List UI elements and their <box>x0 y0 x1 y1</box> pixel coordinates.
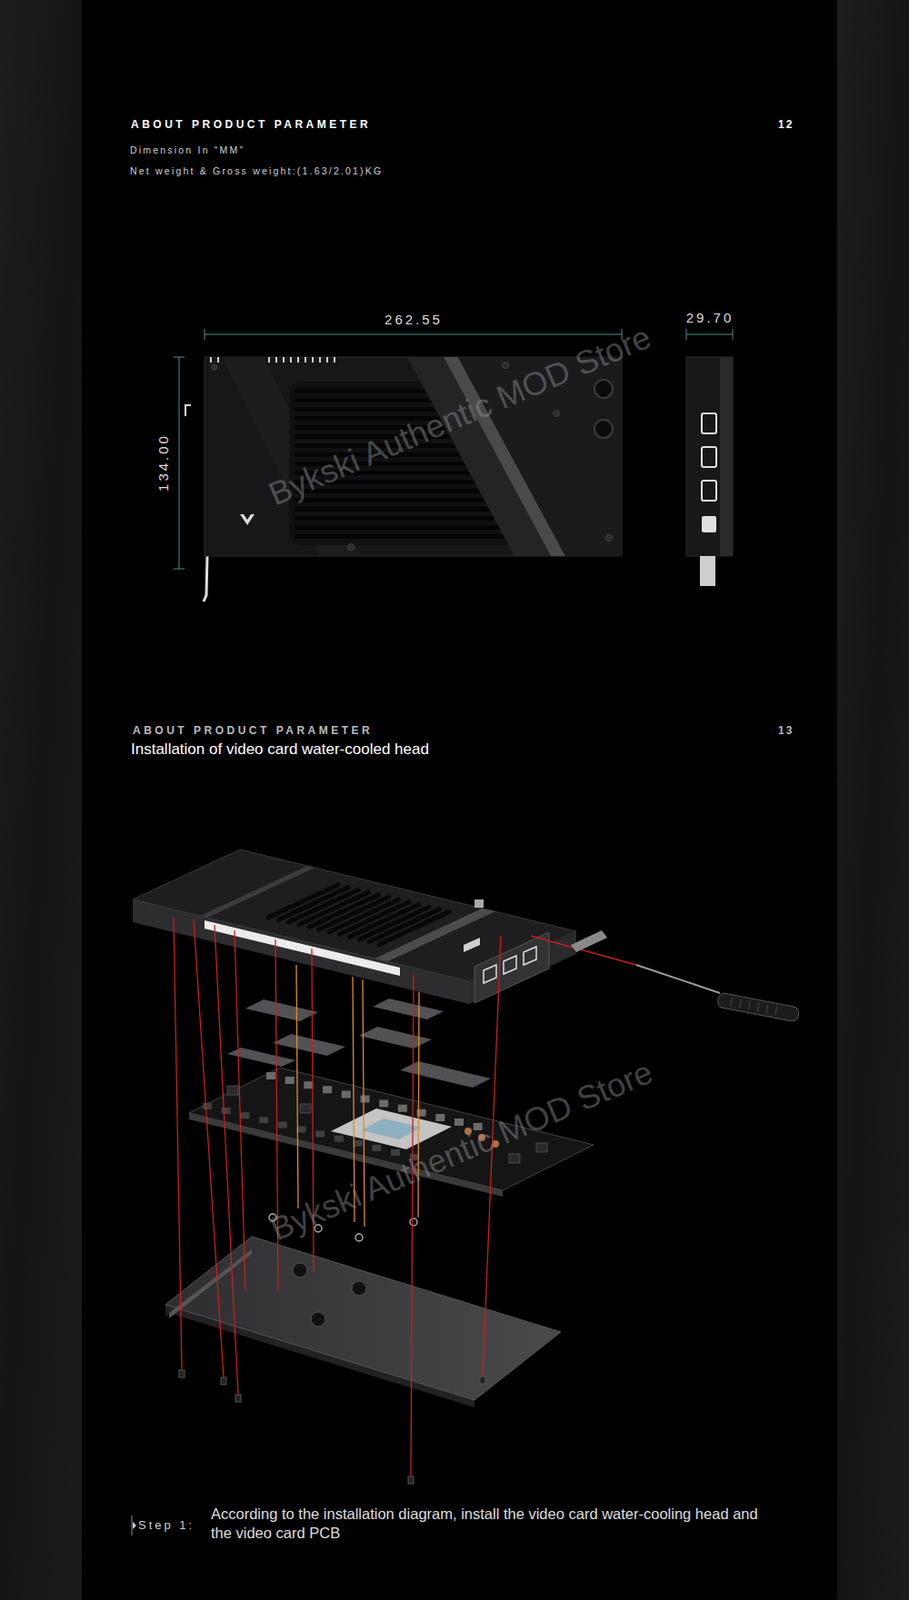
side-panel <box>837 0 909 1600</box>
section-heading: ABOUT PRODUCT PARAMETER <box>130 118 371 133</box>
step-marker <box>131 1516 137 1537</box>
center-panel <box>81 0 838 1600</box>
step-label: Step 1: <box>138 1518 195 1535</box>
dimension-value: 29.70 <box>686 309 735 328</box>
screwdriver <box>530 930 800 1023</box>
watermark: Bykski Authentic MOD Store <box>262 316 659 517</box>
screw <box>179 1370 486 1485</box>
dimension-value: 262.55 <box>384 310 443 330</box>
page-number: 13 <box>778 724 794 740</box>
dimension-value: 134.00 <box>154 433 173 492</box>
spec-note: Dimension In “MM” <box>129 144 245 158</box>
water-block <box>132 849 577 1005</box>
subtitle: Installation of video card water-cooled … <box>130 739 430 760</box>
spec-note: Net weight & Gross weight:(1.63/2.01)KG <box>129 165 383 179</box>
section-heading: ABOUT PRODUCT PARAMETER <box>132 724 373 740</box>
backplate <box>165 1214 561 1409</box>
page-number: 12 <box>778 118 794 133</box>
dimension-lines <box>173 329 733 570</box>
card-side-view <box>686 357 733 587</box>
watermark: Bykski Authentic MOD Store <box>264 1051 660 1252</box>
side-panel <box>0 0 82 1600</box>
step-text: According to the installation diagram, i… <box>210 1505 775 1545</box>
